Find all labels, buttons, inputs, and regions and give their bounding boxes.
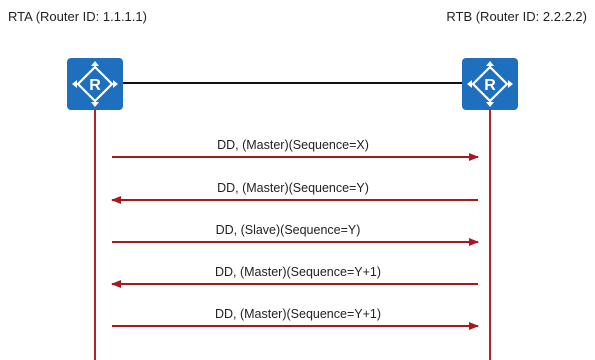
- dd-message-1: DD, (Master)(Sequence=X): [112, 138, 479, 161]
- message-label: DD, (Master)(Sequence=Y+1): [215, 307, 381, 321]
- router-icon: R: [462, 58, 518, 110]
- message-label: DD, (Master)(Sequence=Y): [217, 181, 369, 195]
- router-icon: R: [67, 58, 123, 110]
- svg-text:R: R: [484, 77, 496, 94]
- message-label: DD, (Master)(Sequence=Y+1): [215, 265, 381, 279]
- message-label: DD, (Master)(Sequence=X): [217, 138, 369, 152]
- svg-text:R: R: [89, 77, 101, 94]
- rta-label: RTA (Router ID: 1.1.1.1): [8, 9, 147, 24]
- rtb-router: R: [462, 58, 518, 110]
- dd-message-5: DD, (Master)(Sequence=Y+1): [112, 307, 479, 330]
- rta-router: R: [67, 58, 123, 110]
- dd-message-4: DD, (Master)(Sequence=Y+1): [111, 265, 478, 288]
- message-label: DD, (Slave)(Sequence=Y): [216, 223, 361, 237]
- dd-message-3: DD, (Slave)(Sequence=Y): [112, 223, 479, 246]
- rtb-label: RTB (Router ID: 2.2.2.2): [446, 9, 587, 24]
- dd-message-2: DD, (Master)(Sequence=Y): [111, 181, 478, 204]
